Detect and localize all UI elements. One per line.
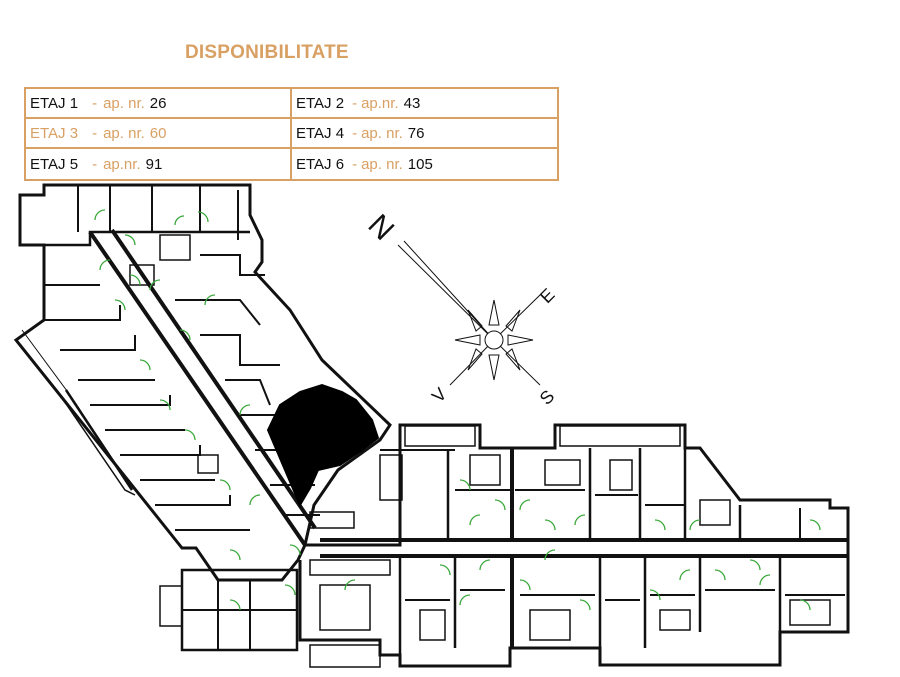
apartment-number: 43 xyxy=(403,94,421,112)
level-row-etaj-6[interactable]: ETAJ 6 - ap. nr. 105 xyxy=(292,149,557,179)
apartment-label: ap. nr. xyxy=(103,124,145,142)
apartment-number: 26 xyxy=(149,94,167,112)
apartment-number: 60 xyxy=(149,124,167,142)
separator: - xyxy=(352,94,358,112)
level-row-etaj-2[interactable]: ETAJ 2 - ap.nr. 43 xyxy=(292,89,557,119)
diagonal-wing xyxy=(13,183,392,627)
apartment-label: ap. nr. xyxy=(103,94,145,112)
apartment-number: 76 xyxy=(407,124,425,142)
page-title: DISPONIBILITATE xyxy=(185,42,349,63)
compass-rose xyxy=(397,240,541,386)
apartment-label: ap. nr. xyxy=(361,155,403,173)
compass-labels: N E S V xyxy=(361,208,558,409)
apartment-label: ap.nr. xyxy=(361,94,399,112)
availability-table: ETAJ 1 - ap. nr. 26 ETAJ 2 - ap.nr. 43 E… xyxy=(24,87,559,181)
level-row-etaj-1[interactable]: ETAJ 1 - ap. nr. 26 xyxy=(26,89,292,119)
separator: - xyxy=(352,124,358,142)
compass-west-label: V xyxy=(428,384,451,407)
level-label: ETAJ 2 xyxy=(296,94,345,112)
compass-north-label: N xyxy=(361,208,400,247)
separator: - xyxy=(352,155,358,173)
level-label: ETAJ 6 xyxy=(296,155,345,173)
separator: - xyxy=(92,94,98,112)
door-swings xyxy=(94,209,821,611)
level-label: ETAJ 3 xyxy=(30,124,79,142)
level-row-etaj-5[interactable]: ETAJ 5 - ap.nr. 91 xyxy=(26,149,292,179)
apartment-number: 105 xyxy=(407,155,433,173)
compass-east-label: E xyxy=(536,284,559,307)
horizontal-wing xyxy=(298,423,850,668)
compass-south-label: S xyxy=(536,386,559,409)
level-label: ETAJ 5 xyxy=(30,155,79,173)
level-row-etaj-4[interactable]: ETAJ 4 - ap. nr. 76 xyxy=(292,119,557,149)
level-label: ETAJ 4 xyxy=(296,124,345,142)
apartment-number: 91 xyxy=(145,155,163,173)
apartment-label: ap. nr. xyxy=(361,124,403,142)
level-label: ETAJ 1 xyxy=(30,94,79,112)
highlighted-unit[interactable] xyxy=(266,383,380,508)
separator: - xyxy=(92,124,98,142)
separator: - xyxy=(92,155,98,173)
apartment-label: ap.nr. xyxy=(103,155,141,173)
level-row-etaj-3[interactable]: ETAJ 3 - ap. nr. 60 xyxy=(26,119,292,149)
